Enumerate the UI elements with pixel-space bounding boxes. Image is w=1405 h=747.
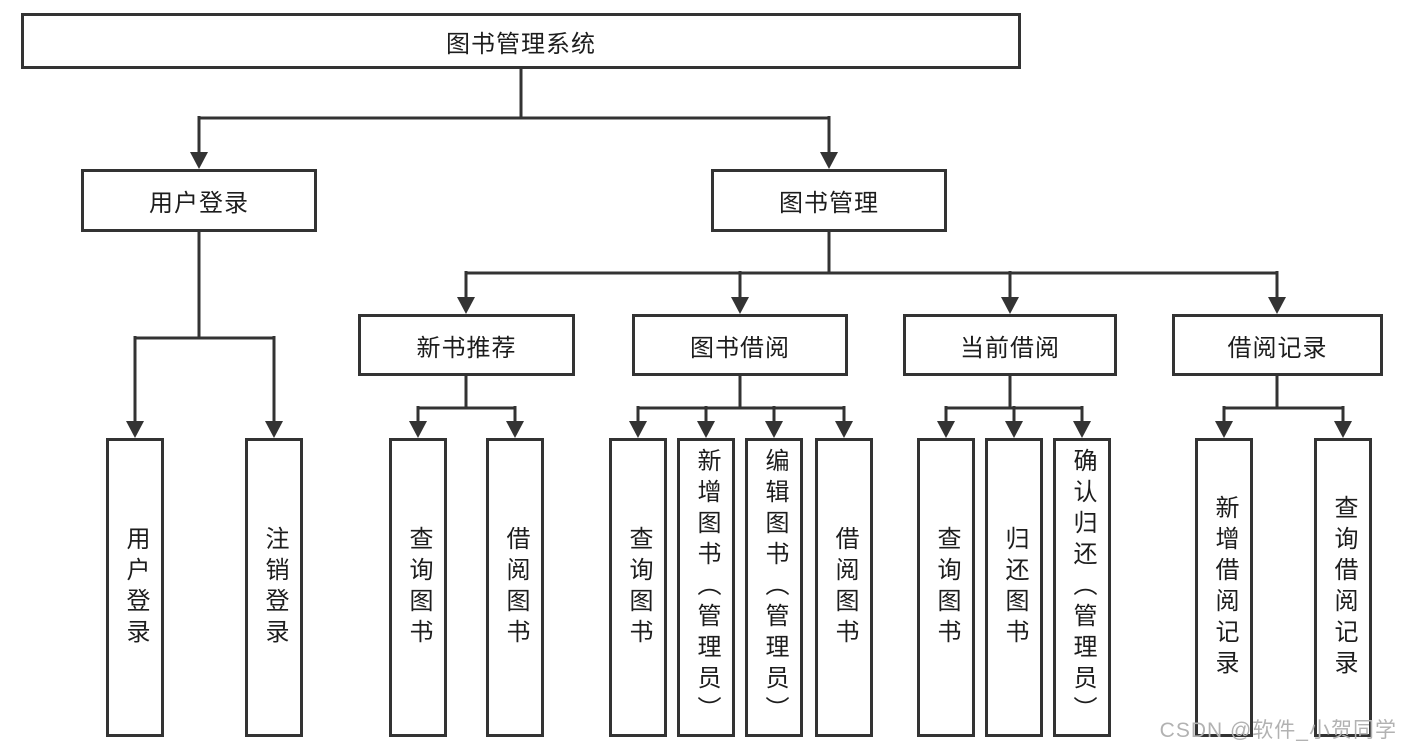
leaf-label: 借阅图书 [502, 525, 529, 650]
leaf-edit-books-admin: 编辑图书（管理员） [745, 438, 803, 737]
node-new-book-recommend: 新书推荐 [358, 314, 575, 376]
leaf-confirm-return-admin: 确认归还（管理员） [1053, 438, 1111, 737]
leaf-user-login: 用户登录 [106, 438, 164, 737]
leaf-label: 用户登录 [122, 525, 149, 650]
node-current-borrow: 当前借阅 [903, 314, 1117, 376]
leaf-label: 新增图书（管理员） [693, 448, 720, 727]
node-book-management: 图书管理 [711, 169, 947, 232]
node-label: 图书管理系统 [446, 30, 596, 58]
leaf-add-borrow-record: 新增借阅记录 [1195, 438, 1253, 737]
arrowheads [126, 152, 1352, 438]
leaf-borrow-books-2: 借阅图书 [815, 438, 873, 737]
node-label: 图书管理 [779, 190, 879, 217]
node-borrow-record: 借阅记录 [1172, 314, 1383, 376]
leaf-label: 新增借阅记录 [1211, 494, 1238, 681]
node-label: 借阅记录 [1227, 334, 1328, 362]
leaf-label: 确认归还（管理员） [1069, 448, 1096, 727]
leaf-label: 查询图书 [625, 525, 652, 650]
leaf-query-borrow-record: 查询借阅记录 [1314, 438, 1372, 737]
node-user-login: 用户登录 [81, 169, 317, 232]
leaf-label: 注销登录 [261, 525, 288, 650]
leaf-logout: 注销登录 [245, 438, 303, 737]
leaf-query-books-1: 查询图书 [389, 438, 447, 737]
leaf-label: 借阅图书 [831, 525, 858, 650]
node-label: 用户登录 [149, 190, 249, 217]
node-library-management-system: 图书管理系统 [21, 13, 1021, 69]
node-label: 图书借阅 [690, 334, 790, 362]
leaf-label: 查询图书 [405, 525, 432, 650]
leaf-return-books: 归还图书 [985, 438, 1043, 737]
csdn-watermark: CSDN @软件_小贺同学 [1159, 719, 1397, 742]
node-label: 新书推荐 [416, 334, 517, 362]
node-label: 当前借阅 [960, 334, 1060, 362]
leaf-label: 归还图书 [1001, 525, 1028, 650]
leaf-label: 编辑图书（管理员） [761, 448, 788, 727]
leaf-query-books-3: 查询图书 [917, 438, 975, 737]
leaf-add-books-admin: 新增图书（管理员） [677, 438, 735, 737]
leaf-query-books-2: 查询图书 [609, 438, 667, 737]
leaf-label: 查询图书 [933, 525, 960, 650]
leaf-borrow-books-1: 借阅图书 [486, 438, 544, 737]
node-book-borrow: 图书借阅 [632, 314, 848, 376]
leaf-label: 查询借阅记录 [1330, 494, 1357, 681]
